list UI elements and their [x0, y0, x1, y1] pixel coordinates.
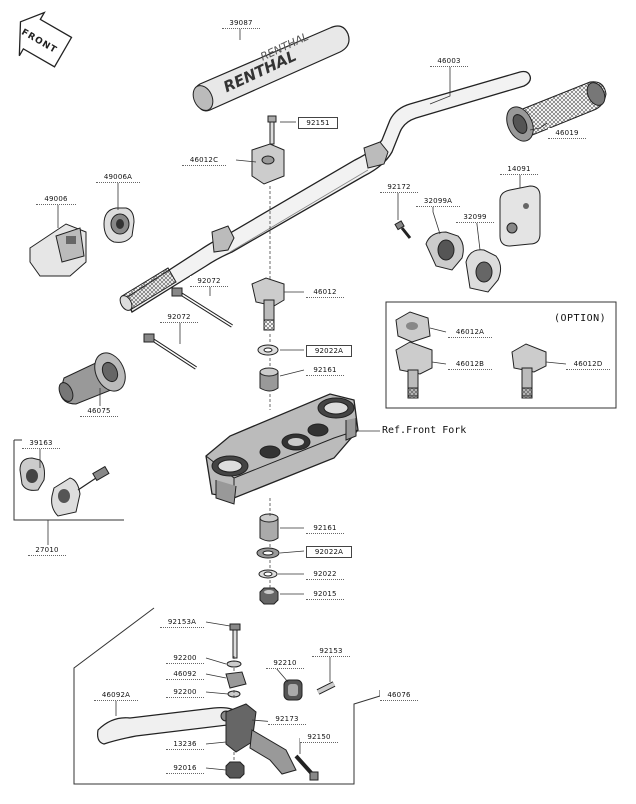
part-label-92022A-lower: 92022A: [306, 546, 352, 558]
throttle-housing-cover: [499, 185, 541, 247]
throttle-housing: [425, 231, 502, 293]
kill-switch-clamp: [19, 457, 45, 491]
part-label-92016: 92016: [166, 763, 204, 774]
part-label-46012A: 46012A: [448, 327, 492, 338]
riser-46012: [251, 277, 285, 331]
part-label-46019: 46019: [548, 128, 586, 139]
throttle-grip: [506, 81, 607, 142]
part-label-92150: 92150: [300, 732, 338, 743]
option-title: (OPTION): [554, 313, 607, 324]
part-label-14091: 14091: [500, 164, 538, 175]
part-label-92153: 92153: [312, 646, 350, 657]
screw-92172: [394, 220, 412, 239]
left-grip: [58, 352, 126, 405]
cable-tie-upper: [171, 287, 233, 328]
part-label-32099A: 32099A: [416, 196, 460, 207]
option-riser-46012D: [511, 343, 547, 399]
handlebar: [125, 70, 532, 313]
washer-lower-a: [256, 547, 280, 559]
upper-clamp: [251, 143, 285, 185]
clutch-screw-92153: [316, 681, 336, 695]
part-label-46012B: 46012B: [448, 359, 492, 370]
part-label-39087: 39087: [222, 18, 260, 29]
part-label-13236: 13236: [166, 739, 204, 750]
option-clamp-46012A: [395, 311, 431, 343]
part-label-46092A: 46092A: [94, 690, 138, 701]
part-label-92200-second: 92200: [166, 687, 204, 698]
part-label-92151: 92151: [298, 117, 338, 129]
part-label-46003: 46003: [430, 56, 468, 67]
upper-triple-clamp: [205, 393, 359, 505]
option-riser-46012B: [395, 341, 433, 399]
part-label-92172: 92172: [380, 182, 418, 193]
bar-clamp-right: [363, 141, 389, 169]
part-label-92200: 92200: [166, 653, 204, 664]
washer-upper: [257, 344, 279, 356]
part-label-92161-upper: 92161: [306, 365, 344, 376]
front-direction-arrow-icon: FRONT: [18, 11, 73, 68]
front-fork-reference: Ref.Front Fork: [382, 425, 467, 436]
cable-tie-lower: [143, 333, 197, 370]
part-label-32099: 32099: [456, 212, 494, 223]
clutch-nut-92016: [225, 761, 245, 779]
part-label-92015: 92015: [306, 589, 344, 600]
clutch-pivot-46092: [225, 671, 247, 689]
part-label-46012D: 46012D: [566, 359, 610, 370]
part-label-27010: 27010: [28, 545, 66, 556]
clamp-49006A: [103, 207, 135, 243]
clutch-perch-13236: [225, 703, 297, 775]
bolt-92151: [267, 115, 277, 145]
part-label-92161-lower: 92161: [306, 523, 344, 534]
part-label-46012: 46012: [306, 287, 344, 298]
part-label-46092: 46092: [166, 669, 204, 680]
clutch-bolt-92153A: [229, 623, 241, 659]
part-label-92072-upper: 92072: [190, 276, 228, 287]
rubber-damper-lower: [259, 513, 279, 542]
part-label-49006A: 49006A: [96, 172, 140, 183]
kill-switch: [51, 465, 110, 517]
part-label-92153A: 92153A: [160, 617, 204, 628]
part-label-46075: 46075: [80, 406, 118, 417]
rubber-damper-upper: [259, 367, 279, 392]
part-label-92210: 92210: [266, 658, 304, 669]
bar-pad: RENTHAL RENTHAL: [192, 25, 350, 112]
part-label-46012C: 46012C: [182, 155, 226, 166]
part-label-39163: 39163: [22, 438, 60, 449]
bracket-49006: [29, 223, 87, 277]
clutch-adjuster-92210: [283, 679, 303, 701]
handlebar-knurled-end: [119, 267, 177, 311]
option-box: [385, 301, 617, 409]
bar-clamp-left: [211, 225, 235, 253]
part-label-92072-lower: 92072: [160, 312, 198, 323]
part-label-92173: 92173: [268, 714, 306, 725]
part-label-92022: 92022: [306, 569, 344, 580]
clutch-bolt-92150: [294, 754, 319, 781]
part-label-92022A-upper: 92022A: [306, 345, 352, 357]
washer-lower-b: [258, 569, 278, 579]
nut-92015: [259, 587, 279, 605]
part-label-46076: 46076: [380, 690, 418, 701]
part-label-49006: 49006: [36, 194, 76, 205]
